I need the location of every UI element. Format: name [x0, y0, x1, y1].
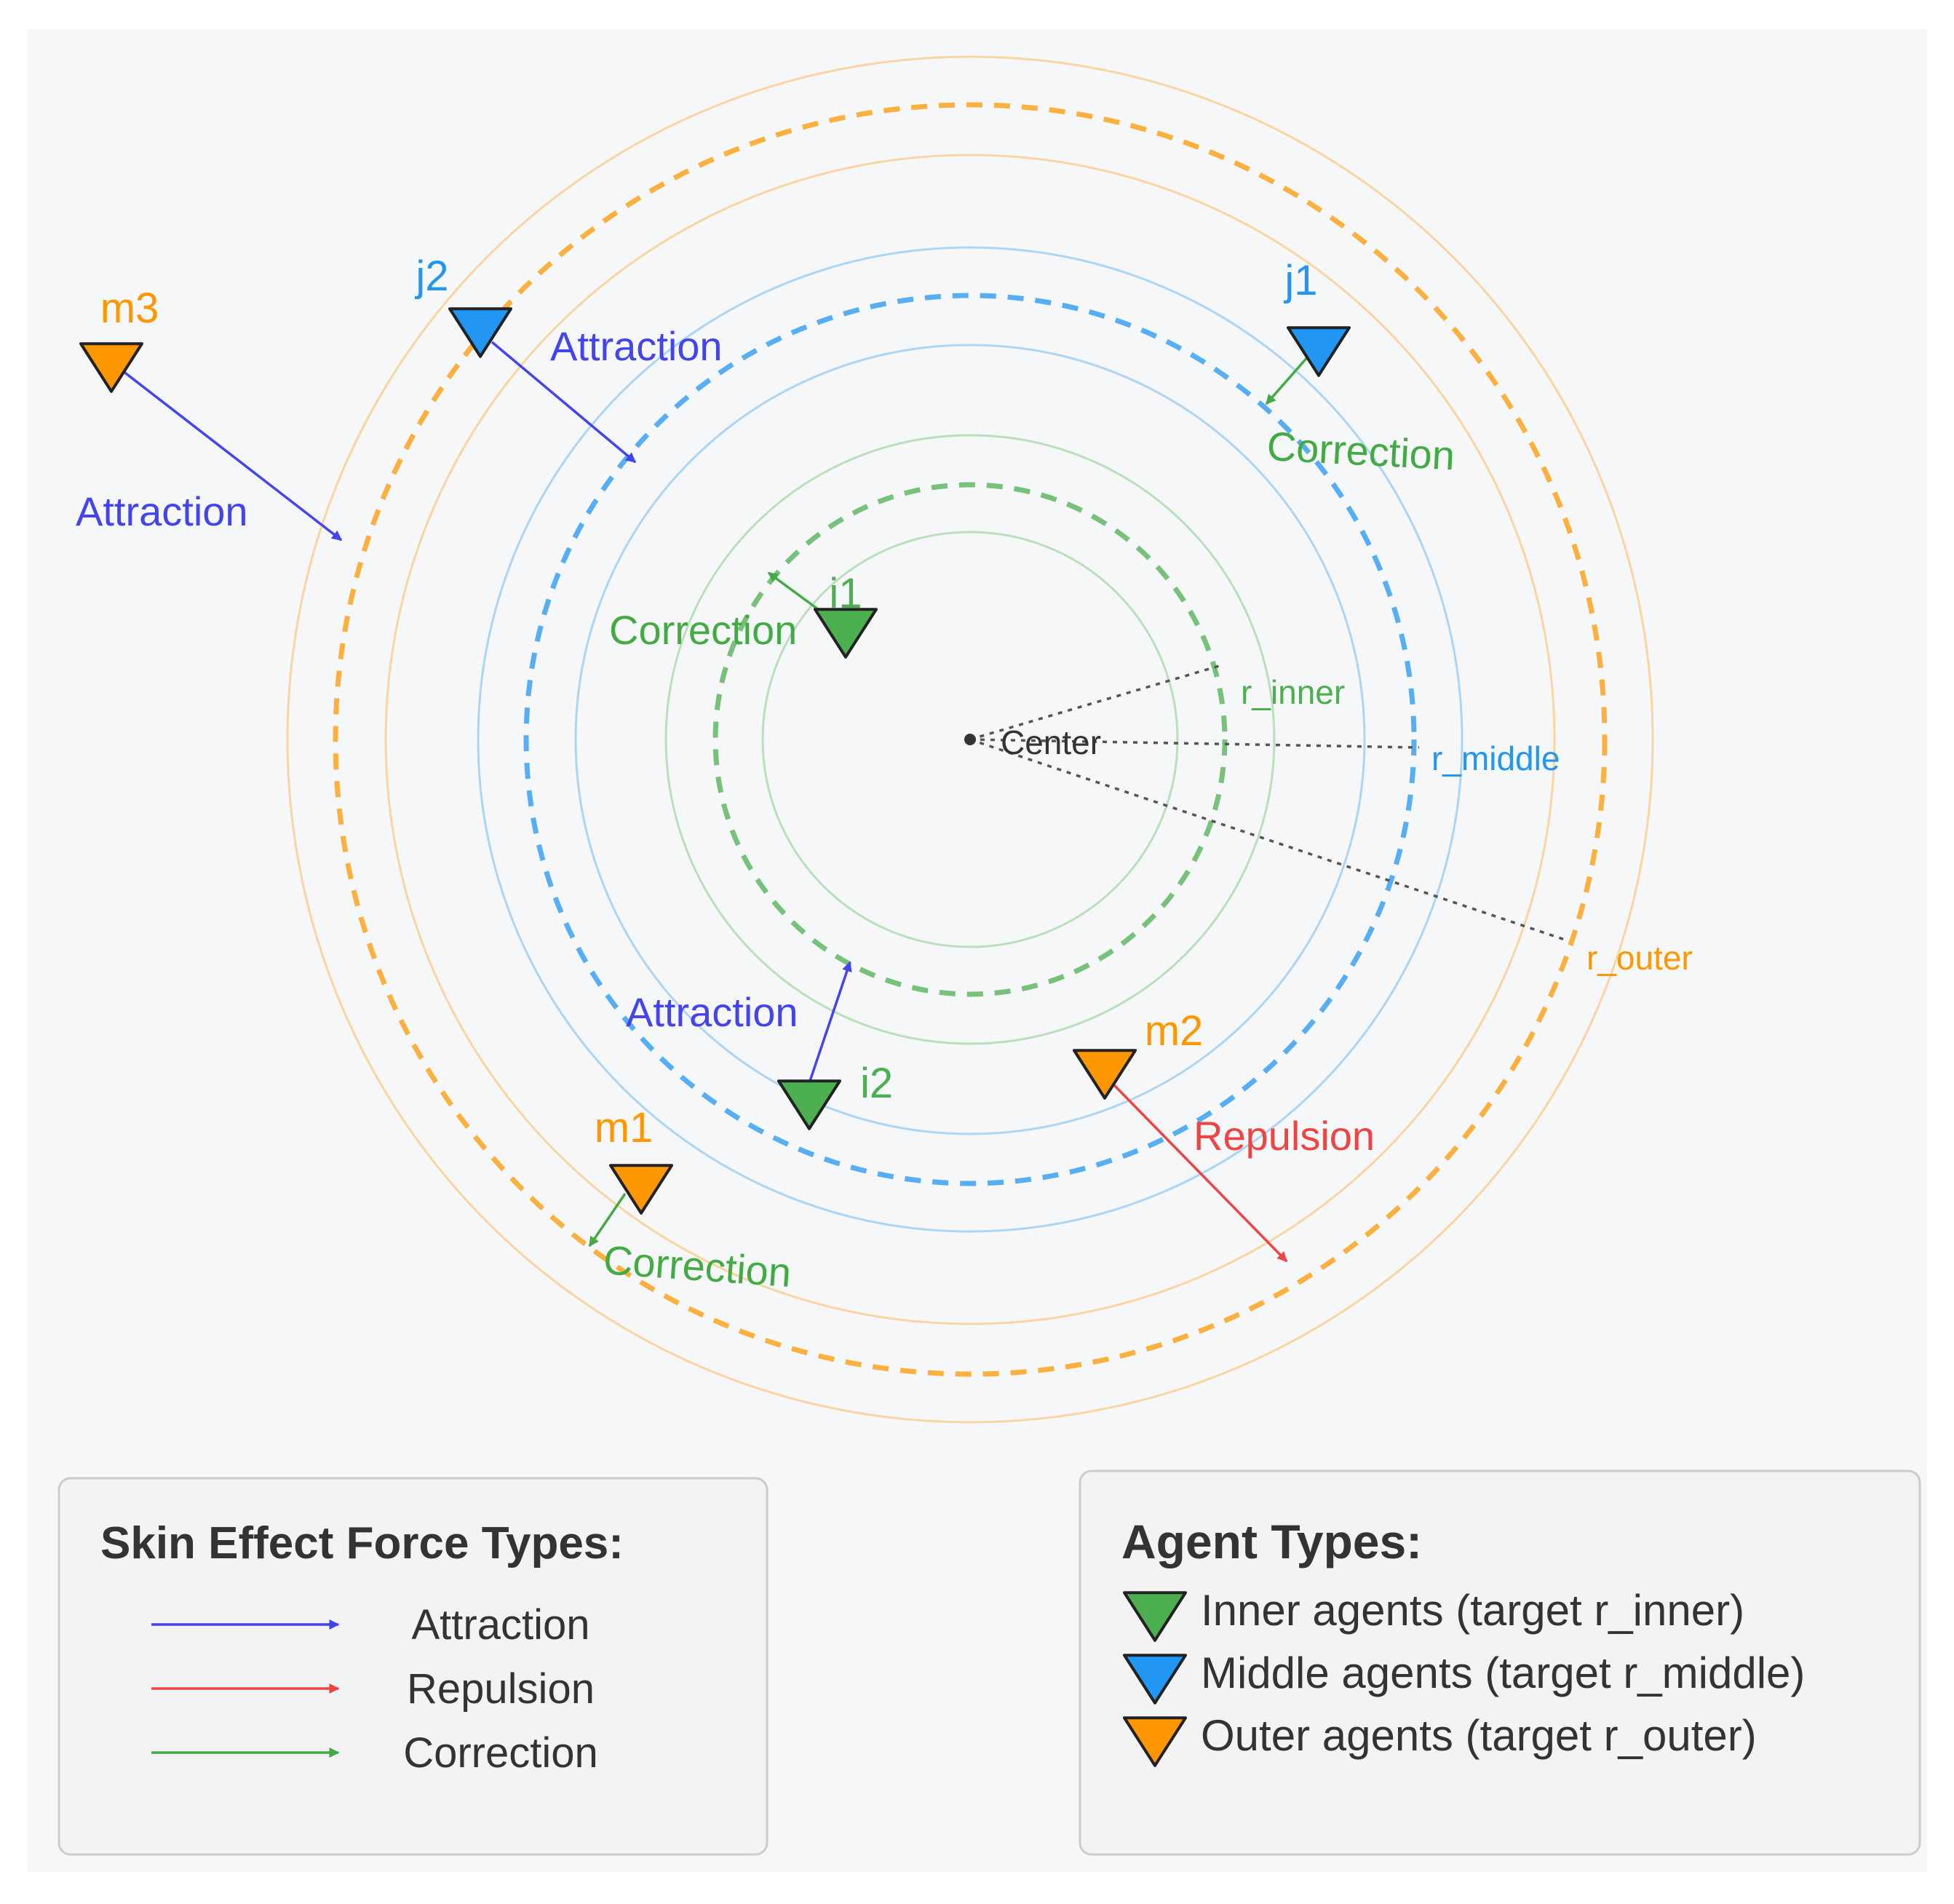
force-arrow-attraction-j2 [491, 341, 637, 464]
legend-agent-title: Agent Types: [1121, 1515, 1422, 1568]
radius-indicators: r_inner r_middle r_outer Center [964, 665, 1693, 977]
inner-band-inner-ring [761, 531, 1179, 948]
agent-i2-label: i2 [860, 1060, 893, 1107]
center-label: Center [1001, 723, 1101, 761]
agent-j1-label: j1 [1283, 257, 1317, 304]
force-label-attraction-m3: Attraction [76, 488, 248, 534]
center-point [964, 734, 976, 745]
middle-band-inner-ring [574, 344, 1366, 1135]
legend-agent-items: Inner agents (target r_inner) Middle agen… [1123, 1586, 1805, 1767]
radius-line-middle [969, 738, 1420, 749]
legend-agent-icon-inner [1123, 1591, 1187, 1642]
agents: i1 i2 j1 j2 m1 m2 m3 [79, 253, 1351, 1215]
middle-band-outer-ring [477, 246, 1463, 1233]
agent-m3-label: m3 [100, 285, 159, 332]
inner-band-outer-ring [664, 434, 1276, 1045]
legend-force-title: Skin Effect Force Types: [100, 1518, 624, 1568]
force-label-repulsion-m2: Repulsion [1194, 1113, 1375, 1159]
force-arrow-attraction-m3 [122, 370, 343, 542]
agent-i1-marker [814, 608, 878, 659]
legend-label-correction: Correction [403, 1729, 598, 1777]
agent-m2-label: m2 [1145, 1007, 1204, 1055]
radius-rings [286, 55, 1654, 1424]
agent-i1-label: i1 [829, 570, 862, 617]
middle-target-ring [523, 293, 1417, 1186]
agent-m2-marker [1073, 1049, 1137, 1100]
legend-agent-icon-outer [1123, 1716, 1187, 1767]
outer-target-ring [333, 102, 1608, 1377]
agent-j2-label: j2 [414, 253, 448, 300]
force-label-attraction-j2: Attraction [550, 323, 723, 369]
force-arrow-correction-m1 [588, 1193, 627, 1247]
force-arrow-correction-i1 [767, 571, 822, 613]
legend-agent-icon-middle [1123, 1654, 1187, 1705]
force-arrow-repulsion-m2 [1112, 1083, 1288, 1263]
force-label-correction-i1: Correction [609, 607, 797, 653]
legend-label-repulsion: Repulsion [407, 1665, 595, 1713]
agent-j2-marker [448, 307, 512, 358]
force-arrows: AttractionAttractionCorrectionCorrection… [76, 323, 1456, 1296]
legend-agent-types: Agent Types: Inner agents (target r_inne… [1079, 1469, 1921, 1856]
force-label-attraction-i2: Attraction [626, 989, 798, 1035]
radius-line-outer [969, 738, 1565, 941]
radius-label-inner: r_inner [1241, 673, 1345, 711]
agent-i2-marker [777, 1079, 841, 1130]
force-arrow-attraction-i2 [808, 961, 852, 1084]
agent-m3-marker [79, 342, 143, 393]
legend-label-attraction: Attraction [412, 1601, 590, 1649]
force-label-correction-j1: Correction [1266, 423, 1455, 478]
outer-band-outer-ring [286, 55, 1654, 1424]
force-arrow-correction-j1 [1265, 354, 1311, 405]
legend-agent-label-middle: Middle agents (target r_middle) [1201, 1649, 1805, 1697]
inner-target-ring [712, 482, 1228, 997]
legend-agent-label-outer: Outer agents (target r_outer) [1201, 1711, 1757, 1760]
agent-m1-label: m1 [595, 1104, 654, 1151]
radius-line-inner [969, 665, 1220, 741]
agent-m1-marker [609, 1164, 673, 1215]
agent-j1-marker [1287, 326, 1351, 377]
legend-force-box [57, 1477, 769, 1856]
radius-label-middle: r_middle [1431, 739, 1560, 777]
legend-force-types: Skin Effect Force Types: AttractionRepul… [57, 1477, 769, 1856]
outer-band-inner-ring [384, 154, 1556, 1325]
legend-agent-label-inner: Inner agents (target r_inner) [1201, 1586, 1744, 1635]
legend-agent-box [1079, 1469, 1921, 1856]
radius-label-outer: r_outer [1586, 939, 1693, 977]
